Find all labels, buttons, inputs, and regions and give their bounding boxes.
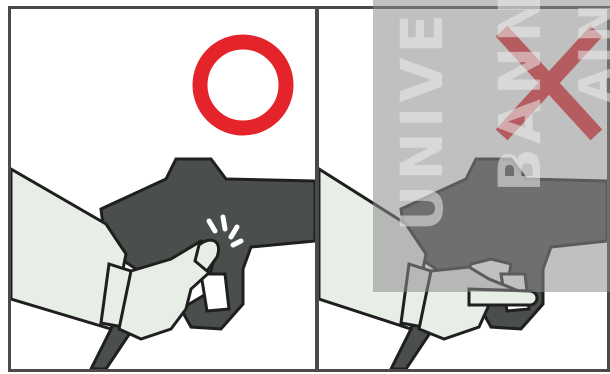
watermark-text: AIN: [573, 0, 610, 103]
left-panel-correct: [8, 6, 318, 372]
circle-correct-icon: [200, 42, 286, 128]
watermark-text: BANN: [491, 0, 549, 192]
watermark-overlay: UNIVE BANN AIN: [373, 0, 610, 292]
left-panel-drawing: [11, 9, 315, 369]
watermark-text: UNIVE: [393, 10, 451, 232]
trigger-guard: [201, 274, 229, 311]
